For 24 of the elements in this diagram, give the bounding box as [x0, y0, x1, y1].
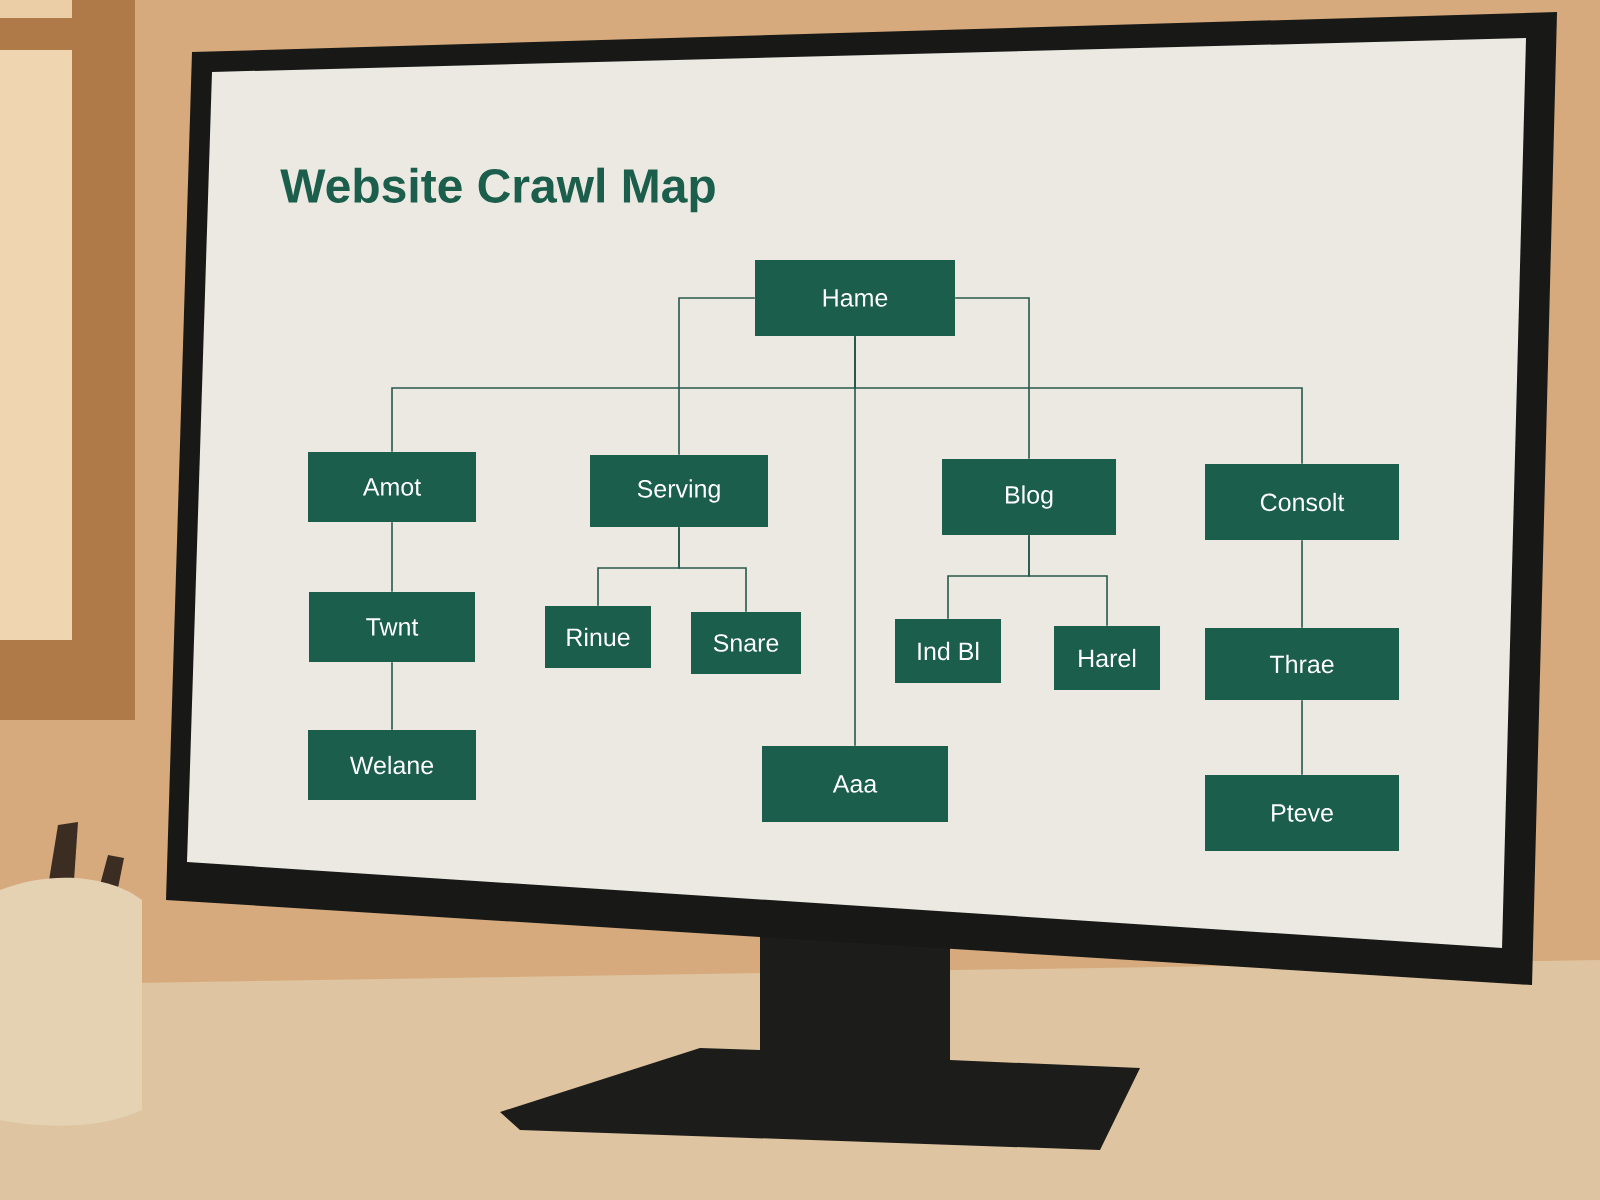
- connector-line: [1028, 534, 1108, 627]
- page-box: Aaa: [762, 746, 948, 822]
- page-box: Serving: [590, 455, 768, 527]
- connector-line: [391, 661, 393, 731]
- page-box: Pteve: [1205, 775, 1399, 851]
- connector-line: [1301, 699, 1303, 776]
- connector-line: [391, 521, 393, 593]
- connector-line: [1301, 539, 1303, 629]
- connector-line: [678, 297, 756, 456]
- page-box: Twnt: [309, 592, 475, 662]
- connector-line: [678, 526, 747, 613]
- connector-line: [854, 335, 856, 747]
- page-box: Blog: [942, 459, 1116, 535]
- connector-line: [954, 297, 1030, 460]
- page-box: Snare: [691, 612, 801, 674]
- page-box: Ind Bl: [895, 619, 1001, 683]
- page-box: Welane: [308, 730, 476, 800]
- page-box: Consolt: [1205, 464, 1399, 540]
- page-box: Hame: [755, 260, 955, 336]
- diagram-title: Website Crawl Map: [280, 167, 715, 213]
- page-box: Thrae: [1205, 628, 1399, 700]
- page-box: Rinue: [545, 606, 651, 668]
- page-box: Amot: [308, 452, 476, 522]
- page-box: Harel: [1054, 626, 1160, 690]
